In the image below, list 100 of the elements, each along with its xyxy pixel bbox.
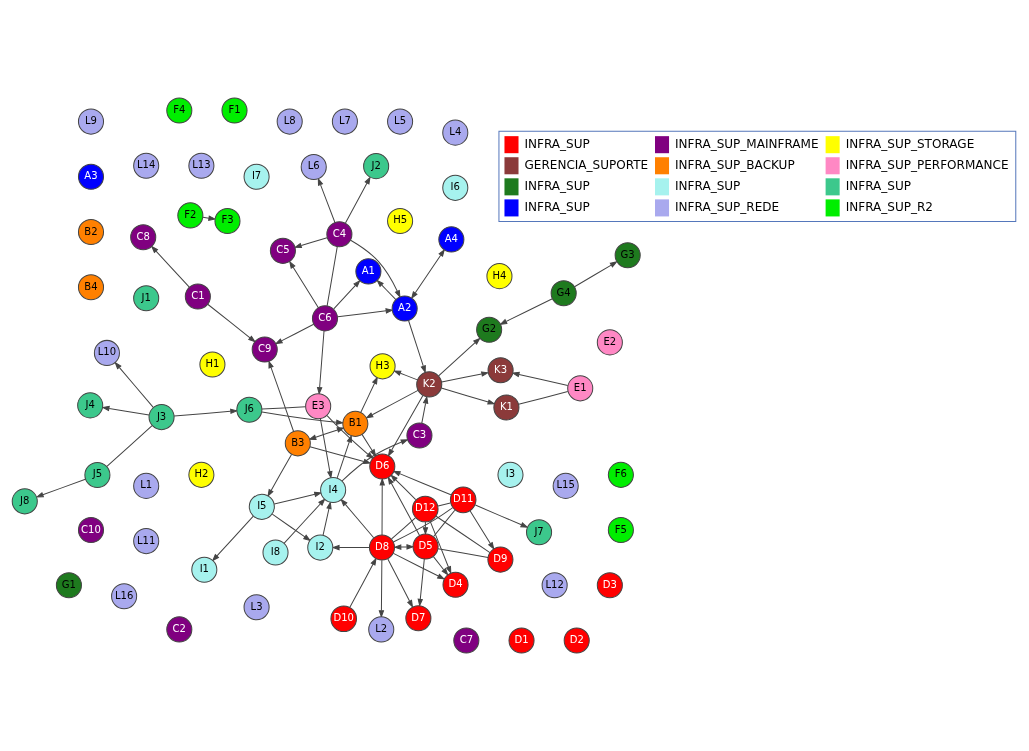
arrow <box>273 491 322 505</box>
legend-label: INFRA_SUP <box>845 178 911 193</box>
node-circle: C5 <box>269 237 296 264</box>
node-circle: L5 <box>387 108 414 135</box>
node-circle: C1 <box>184 283 211 310</box>
node-circle: L11 <box>133 528 160 555</box>
node-circle: L9 <box>77 108 105 135</box>
arrow <box>429 520 452 574</box>
node-circle: L15 <box>552 472 579 499</box>
node-circle: A3 <box>77 163 105 190</box>
legend-label: INFRA_SUP_BACKUP <box>675 157 795 172</box>
node-circle: D5 <box>412 533 439 560</box>
arrow <box>309 446 371 465</box>
arrow <box>350 239 401 298</box>
arrow <box>289 261 319 309</box>
connector <box>437 502 451 507</box>
connector <box>433 509 456 537</box>
node-circle: J2 <box>363 153 390 180</box>
node-circle: L14 <box>133 152 160 179</box>
node-circle: A4 <box>438 226 465 253</box>
node-circle: D1 <box>508 627 535 654</box>
node-circle: C2 <box>166 616 193 643</box>
arrow <box>440 387 495 405</box>
arrow <box>438 337 481 377</box>
node-circle: K3 <box>487 357 514 384</box>
connector <box>326 246 338 307</box>
arrow <box>207 303 256 343</box>
node-circle: C3 <box>406 422 433 449</box>
arrow <box>283 498 326 544</box>
legend-label: INFRA_SUP_R2 <box>845 200 933 215</box>
node-circle: F4 <box>166 97 193 124</box>
arrow <box>202 215 216 221</box>
node-circle: L1 <box>133 472 160 499</box>
node-circle: C4 <box>326 221 353 248</box>
arrow <box>340 499 375 539</box>
legend-label: INFRA_SUP <box>524 178 590 193</box>
node-circle: L7 <box>331 108 358 135</box>
arrow <box>366 389 419 419</box>
node-circle: D12 <box>411 495 439 523</box>
arrow <box>102 405 150 416</box>
node-circle: D3 <box>596 572 623 599</box>
arrow <box>387 477 421 536</box>
arrow <box>408 320 426 373</box>
node-circle: L10 <box>93 339 120 366</box>
node-circle: H5 <box>387 207 414 234</box>
arrow <box>512 371 569 387</box>
node-circle: G2 <box>476 316 503 343</box>
node-circle: L12 <box>541 572 568 599</box>
node-circle: I5 <box>248 493 275 520</box>
node-circle: J1 <box>133 285 160 312</box>
arrow <box>271 513 311 541</box>
node-circle: F2 <box>177 202 204 229</box>
node-circle: C6 <box>311 305 339 332</box>
arrow <box>151 246 190 288</box>
connector <box>391 517 416 540</box>
node-circle: K2 <box>416 371 443 398</box>
node-circle: D9 <box>487 546 514 573</box>
arrow <box>212 515 254 561</box>
arrow <box>344 177 371 224</box>
arrow <box>337 308 393 318</box>
arrow <box>421 396 429 424</box>
node-circle: D7 <box>405 605 432 632</box>
legend-label: INFRA_SUP_MAINFRAME <box>675 136 819 151</box>
connector <box>435 515 491 554</box>
node-circle: E1 <box>567 375 594 402</box>
connector <box>392 507 454 543</box>
arrow <box>441 371 489 383</box>
node-circle: L13 <box>188 152 215 179</box>
node-circle: I6 <box>442 174 469 201</box>
node-circle: F3 <box>214 207 241 234</box>
node-circle: H3 <box>369 353 396 380</box>
connector <box>518 391 569 405</box>
arrow <box>322 502 332 536</box>
arrow <box>309 427 344 440</box>
node-circle: J4 <box>77 392 104 419</box>
arrow <box>394 370 418 381</box>
arrow <box>469 510 495 550</box>
arrow <box>361 434 377 457</box>
arrow <box>317 178 336 224</box>
arrow <box>336 435 352 479</box>
connector <box>106 425 153 467</box>
node-circle: B3 <box>284 430 311 457</box>
arrow <box>268 361 295 432</box>
arrow <box>333 280 361 310</box>
connector <box>261 406 307 410</box>
node-circle: J6 <box>236 396 263 423</box>
arrow <box>388 394 424 457</box>
node-circle: J3 <box>148 404 175 431</box>
arrow <box>36 478 86 498</box>
connector <box>437 548 489 558</box>
node-circle: D2 <box>563 627 590 654</box>
arrow <box>114 362 154 408</box>
node-circle: L4 <box>442 119 469 146</box>
node-circle: D11 <box>449 486 477 514</box>
node-circle: F5 <box>607 517 634 544</box>
node-circle: B1 <box>342 410 369 437</box>
legend-label: GERENCIA_SUPORTE <box>524 157 649 172</box>
node-circle: L2 <box>368 616 395 643</box>
arrow <box>326 415 374 459</box>
legend-label: INFRA_SUP <box>675 178 741 193</box>
